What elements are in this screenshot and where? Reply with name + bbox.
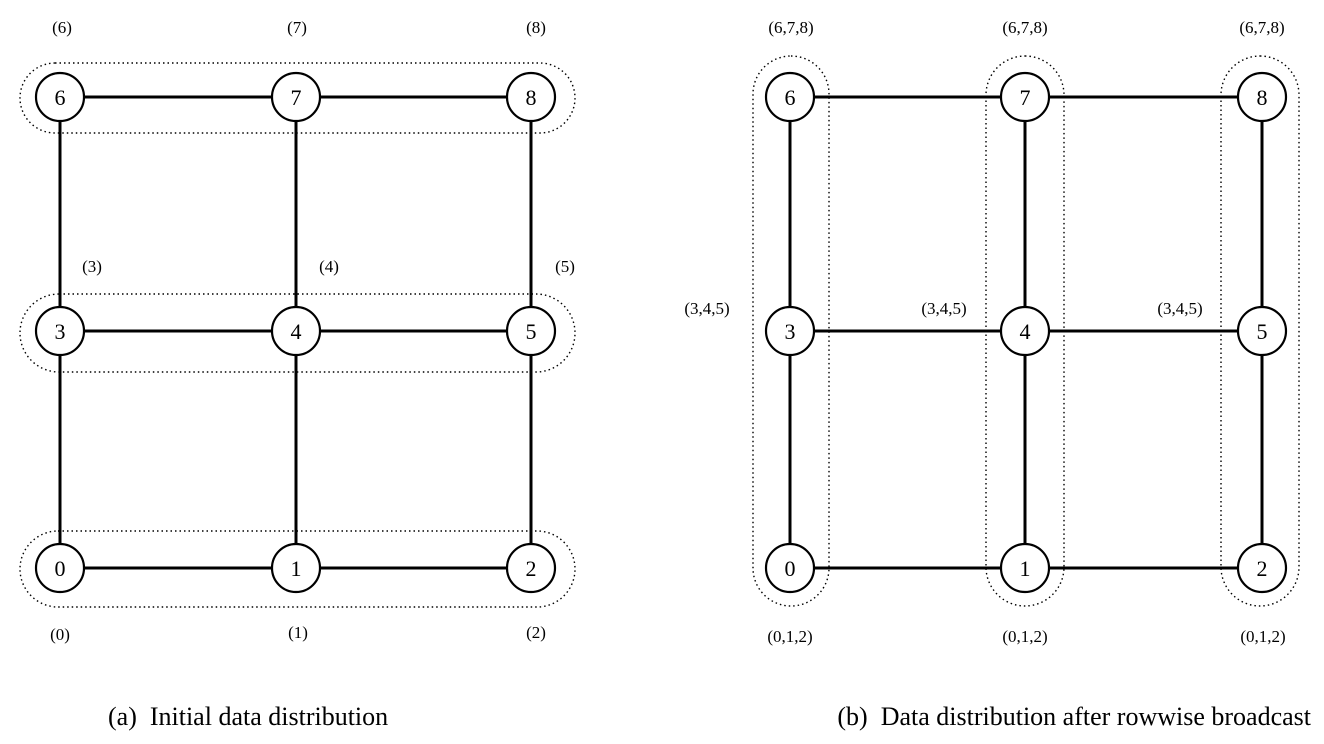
node-2: 2 [1236, 542, 1288, 594]
node-0: 0 [764, 542, 816, 594]
node-label: 1 [1020, 556, 1031, 581]
panel-b-column-group-left [752, 55, 830, 607]
node-7: 7 [270, 71, 322, 123]
node-3: 3 [764, 305, 816, 357]
node-0: 0 [34, 542, 86, 594]
node-8: 8 [1236, 71, 1288, 123]
data-label: (1) [288, 623, 308, 642]
node-label: 7 [1020, 85, 1031, 110]
panel-b: 0 1 2 3 4 5 6 7 8 (0,1,2) (0,1,2) (0,1,2… [684, 18, 1311, 731]
data-label: (7) [287, 18, 307, 37]
data-label: (0,1,2) [1240, 627, 1285, 646]
node-label: 0 [55, 556, 66, 581]
node-label: 1 [291, 556, 302, 581]
data-label: (3,4,5) [684, 299, 729, 318]
data-label: (3) [82, 257, 102, 276]
node-label: 7 [291, 85, 302, 110]
node-2: 2 [505, 542, 557, 594]
data-label: (6) [52, 18, 72, 37]
node-label: 3 [785, 319, 796, 344]
node-4: 4 [999, 305, 1051, 357]
node-label: 5 [1257, 319, 1268, 344]
node-1: 1 [999, 542, 1051, 594]
data-label: (3,4,5) [921, 299, 966, 318]
data-label: (2) [526, 623, 546, 642]
data-label: (6,7,8) [1239, 18, 1284, 37]
panel-a-caption: (a) Initial data distribution [108, 702, 388, 731]
node-label: 2 [526, 556, 537, 581]
node-6: 6 [34, 71, 86, 123]
data-label: (6,7,8) [1002, 18, 1047, 37]
node-label: 2 [1257, 556, 1268, 581]
data-label: (0,1,2) [1002, 627, 1047, 646]
data-label: (0,1,2) [767, 627, 812, 646]
node-label: 3 [55, 319, 66, 344]
node-label: 6 [785, 85, 796, 110]
data-label: (3,4,5) [1157, 299, 1202, 318]
panel-a: 0 1 2 3 4 5 6 7 8 (0) (1) (2) (3) (4) (5… [19, 18, 576, 731]
node-7: 7 [999, 71, 1051, 123]
node-label: 8 [1257, 85, 1268, 110]
panel-b-caption: (b) Data distribution after rowwise broa… [837, 702, 1311, 731]
node-label: 4 [1020, 319, 1031, 344]
node-1: 1 [270, 542, 322, 594]
node-5: 5 [505, 305, 557, 357]
node-4: 4 [270, 305, 322, 357]
node-label: 8 [526, 85, 537, 110]
node-6: 6 [764, 71, 816, 123]
node-label: 5 [526, 319, 537, 344]
data-label: (6,7,8) [768, 18, 813, 37]
node-3: 3 [34, 305, 86, 357]
node-label: 6 [55, 85, 66, 110]
node-5: 5 [1236, 305, 1288, 357]
data-label: (8) [526, 18, 546, 37]
node-label: 4 [291, 319, 302, 344]
data-label: (4) [319, 257, 339, 276]
data-label: (5) [555, 257, 575, 276]
node-8: 8 [505, 71, 557, 123]
data-label: (0) [50, 625, 70, 644]
node-label: 0 [785, 556, 796, 581]
